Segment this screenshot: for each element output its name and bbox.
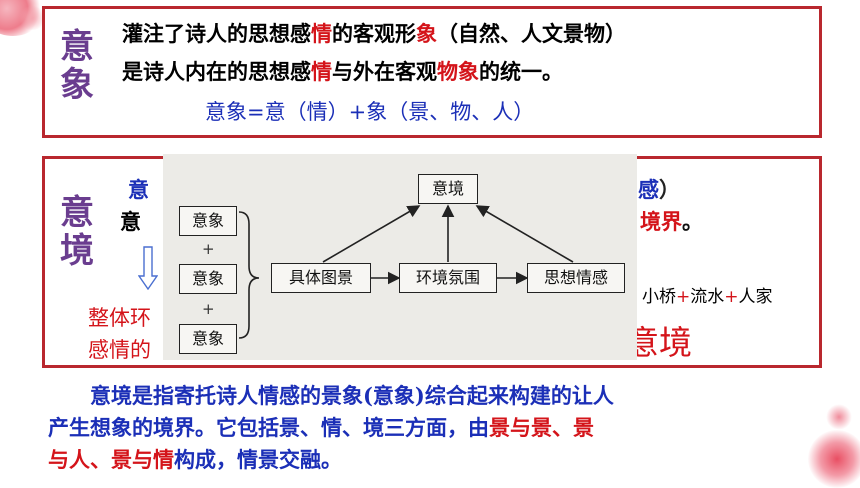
yixiang-line-2: 是诗人内在的思想感情与外在客观物象的统一。 [122, 56, 563, 86]
side-label-yijing: 意 境 [60, 194, 94, 270]
down-arrow-icon [137, 246, 159, 291]
text-red: 情 [311, 21, 332, 46]
bottom-paragraph-line-1: 意境是指寄托诗人情感的景象(意象)综合起来构建的让人 [90, 383, 614, 408]
yijing-partial-mid-left: 意 [120, 209, 141, 234]
flower-decoration-bottom-right-2 [826, 404, 852, 430]
text-blue: 感 [638, 177, 659, 202]
text: 小桥 [642, 287, 676, 307]
text: 。 [682, 209, 703, 234]
node-thought-emotion: 思想情感 [527, 263, 625, 293]
node-concrete-scene: 具体图景 [271, 263, 371, 293]
plus-sign: + [202, 240, 215, 258]
text-red: 象 [416, 21, 437, 46]
text-red: 景与景、景 [489, 415, 594, 440]
text: 是诗人内在的思想感 [122, 59, 311, 84]
node-yijing-top: 意境 [418, 174, 478, 204]
text: 人家 [738, 287, 773, 307]
bottom-paragraph-line-3: 与人、景与情构成，情景交融。 [48, 444, 342, 474]
flower-decoration-bottom-right [808, 430, 860, 488]
text: 与外在客观 [332, 59, 437, 84]
text: （自然、人文景物） [437, 21, 626, 46]
side-label-yixiang: 意 象 [60, 28, 94, 104]
text-red: 与人、景与情 [48, 447, 174, 472]
definition-box-yixiang [42, 6, 822, 138]
text: 构成，情景交融。 [174, 447, 342, 472]
yijing-right-note: 小桥+流水+人家 [642, 282, 773, 307]
text: 灌注了诗人的思想感 [122, 21, 311, 46]
yijing-partial-top-right: 感） [638, 174, 680, 204]
node-yixiang-3: 意象 [179, 324, 237, 354]
yixiang-line-1: 灌注了诗人的思想感情的客观形象（自然、人文景物） [122, 18, 626, 48]
yijing-partial-top-left: 意 [128, 177, 149, 202]
text: 的统一。 [479, 59, 563, 84]
bottom-paragraph-line-2: 产生想象的境界。它包括景、情、境三方面，由景与景、景 [48, 412, 594, 442]
plus-sign: + [202, 300, 215, 318]
text: 流水 [690, 287, 725, 307]
text: ） [659, 177, 680, 202]
node-atmosphere: 环境氛围 [399, 263, 497, 293]
text: 产生想象的境界。它包括景、情、境三方面，由 [48, 415, 489, 440]
yijing-big-label: 意境 [626, 323, 692, 362]
side-label-char: 象 [60, 65, 94, 105]
text: 的客观形 [332, 21, 416, 46]
yixiang-formula: 意象=意（情）+象（景、物、人） [205, 100, 535, 124]
text-red: + [676, 287, 691, 307]
flower-decoration-top-left-2 [18, 6, 46, 30]
diagram-connectors [238, 204, 574, 339]
yijing-diagram: 意境 意象 + 意象 + 意象 具体图景 环境氛围 思想情感 [163, 154, 637, 360]
node-yixiang-1: 意象 [179, 206, 237, 236]
side-label-char: 意 [60, 193, 94, 233]
node-yixiang-2: 意象 [179, 264, 237, 294]
text-red: 境界 [640, 209, 682, 234]
text-red: + [724, 287, 739, 307]
yijing-partial-mid-right: 境界。 [640, 206, 703, 236]
text-red: 情 [311, 59, 332, 84]
side-label-char: 意 [60, 27, 94, 67]
text-red: 物象 [437, 59, 479, 84]
yijing-left-red-2: 感情的 [88, 338, 151, 362]
yijing-left-red-1: 整体环 [88, 306, 151, 330]
side-label-char: 境 [60, 231, 94, 271]
